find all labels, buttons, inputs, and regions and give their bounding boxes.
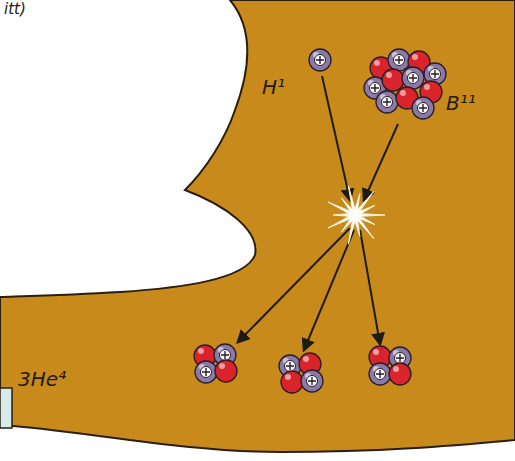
sphere-highlight (198, 348, 204, 354)
proton (376, 91, 398, 113)
charge-sign (382, 97, 393, 108)
sphere-body (412, 97, 434, 119)
plus-symbol (419, 104, 427, 112)
sphere-body (376, 91, 398, 113)
charge-sign (285, 361, 296, 372)
sphere-body (389, 363, 411, 385)
charge-sign (201, 367, 212, 378)
proton (388, 49, 410, 71)
outgoing-arrow (238, 228, 350, 342)
plus-symbol (396, 354, 404, 362)
proton (412, 97, 434, 119)
sphere-highlight (386, 72, 392, 78)
cut-heading: itt) (4, 1, 26, 18)
particle-label: B¹¹ (446, 92, 476, 114)
charge-sign (370, 83, 381, 94)
sphere-body (215, 360, 237, 382)
neutron (215, 360, 237, 382)
charge-sign (315, 55, 326, 66)
sphere-highlight (373, 349, 379, 355)
sphere-highlight (303, 356, 309, 362)
charge-sign (418, 103, 429, 114)
particle-label: H¹ (262, 76, 285, 98)
plus-symbol (308, 377, 316, 385)
charge-sign (375, 369, 386, 380)
charge-sign (395, 353, 406, 364)
neutron (281, 371, 303, 393)
burst-star (328, 186, 385, 244)
sphere-body (195, 361, 217, 383)
reaction-arrows (238, 76, 398, 350)
sphere-highlight (424, 84, 430, 90)
proton (195, 361, 217, 383)
sphere-body (382, 69, 404, 91)
plus-symbol (221, 351, 229, 359)
proton (402, 67, 424, 89)
plus-symbol (376, 370, 384, 378)
particles (194, 49, 446, 393)
port-window (0, 388, 12, 428)
sphere-highlight (374, 60, 380, 66)
charge-sign (394, 55, 405, 66)
proton (301, 370, 323, 392)
proton (369, 363, 391, 385)
sphere-body (369, 363, 391, 385)
sphere-highlight (393, 366, 399, 372)
outgoing-arrow (304, 230, 354, 350)
sphere-highlight (219, 363, 225, 369)
neutron (389, 363, 411, 385)
plus-symbol (371, 84, 379, 92)
outgoing-arrow (360, 230, 380, 344)
sphere-body (402, 67, 424, 89)
particle-label: 3He⁴ (18, 368, 66, 390)
sphere-highlight (285, 374, 291, 380)
sphere-body (281, 371, 303, 393)
sphere-highlight (412, 54, 418, 60)
plus-symbol (431, 70, 439, 78)
plus-symbol (383, 98, 391, 106)
incoming-arrow (364, 124, 398, 200)
sphere-body (301, 370, 323, 392)
charge-sign (408, 73, 419, 84)
plus-symbol (316, 56, 324, 64)
charge-sign (220, 350, 231, 361)
plus-symbol (395, 56, 403, 64)
sphere-body (309, 49, 331, 71)
plus-symbol (202, 368, 210, 376)
collision-burst (328, 186, 385, 244)
neutron (382, 69, 404, 91)
proton (309, 49, 331, 71)
sphere-highlight (400, 90, 406, 96)
plus-symbol (286, 362, 294, 370)
sphere-body (388, 49, 410, 71)
charge-sign (430, 69, 441, 80)
charge-sign (307, 376, 318, 387)
incoming-arrow (322, 76, 350, 200)
plus-symbol (409, 74, 417, 82)
